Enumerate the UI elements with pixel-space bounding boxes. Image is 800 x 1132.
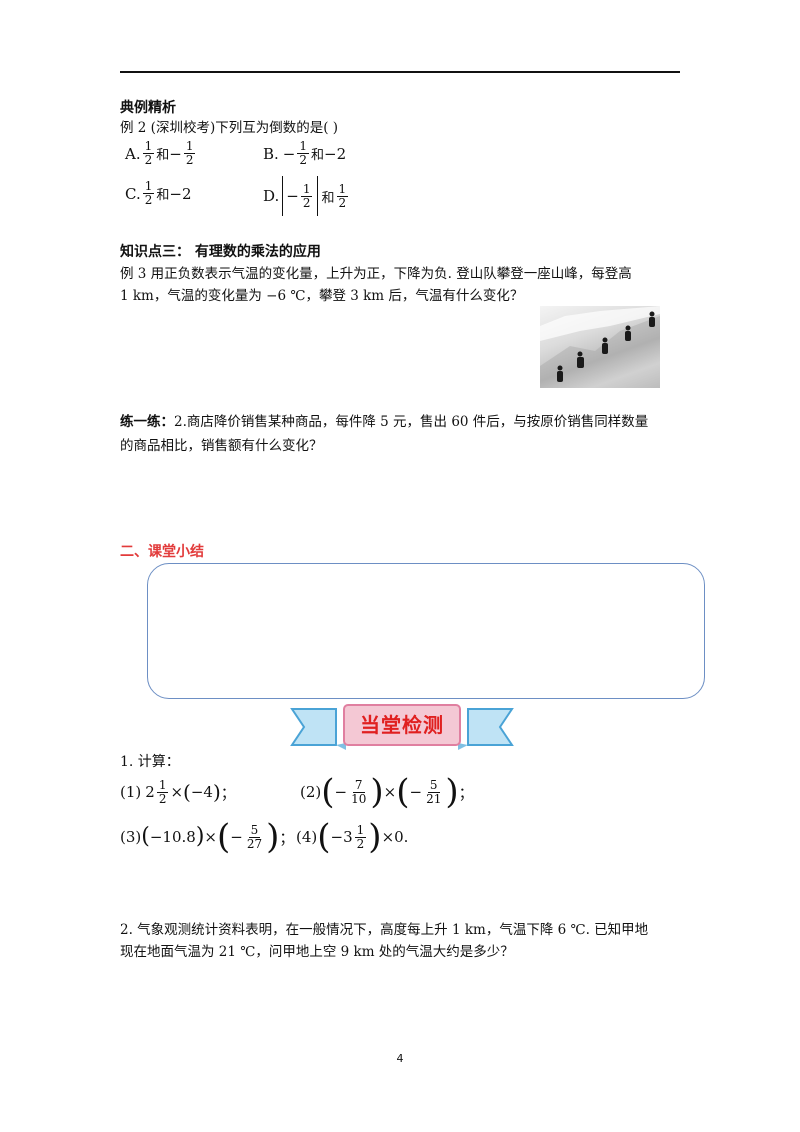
example3-line2: 1 km，气温的变化量为 −6 ℃，攀登 3 km 后，气温有什么变化？ xyxy=(120,288,524,304)
test-banner: 当堂检测 xyxy=(290,703,514,751)
option-b-label: B. xyxy=(263,144,279,163)
practice-text: 2.商店降价销售某种商品，每件降 5 元，售出 60 件后，与按原价销售同样数量 xyxy=(174,414,649,430)
example2-question: 例 2 (深圳校考)下列互为倒数的是( ) xyxy=(120,120,339,136)
page-number: 4 xyxy=(396,1052,404,1065)
option-d-label: D. xyxy=(263,187,280,205)
header-rule xyxy=(120,71,680,73)
summary-box[interactable] xyxy=(147,563,705,699)
option-c-label: C. xyxy=(125,184,141,203)
example3-line1: 例 3 用正负数表示气温的变化量，上升为正，下降为负. 登山队攀登一座山峰，每登… xyxy=(120,266,632,282)
q2-line2: 现在地面气温为 21 ℃，问甲地上空 9 km 处的气温大约是多少？ xyxy=(120,944,514,960)
option-a-label: A. xyxy=(125,144,141,163)
practice-line1: 练一练：2.商店降价销售某种商品，每件降 5 元，售出 60 件后，与按原价销售… xyxy=(120,412,690,432)
abs-bar-right xyxy=(317,176,319,216)
section-heading-knowledge3: 知识点三： 有理数的乘法的应用 xyxy=(120,244,321,260)
q1-label: 1. 计算： xyxy=(120,754,180,770)
q2-line1: 2. 气象观测统计资料表明，在一般情况下，高度每上升 1 km，气温下降 6 ℃… xyxy=(120,922,649,938)
abs-bar-left xyxy=(282,176,284,216)
mountaineers-photo xyxy=(540,306,660,388)
section-heading-example: 典例精析 xyxy=(120,100,176,116)
summary-heading: 二、课堂小结 xyxy=(120,544,204,560)
test-banner-title: 当堂检测 xyxy=(360,713,444,737)
practice-label: 练一练： xyxy=(120,414,174,430)
practice-line2: 的商品相比，销售额有什么变化？ xyxy=(120,438,323,454)
